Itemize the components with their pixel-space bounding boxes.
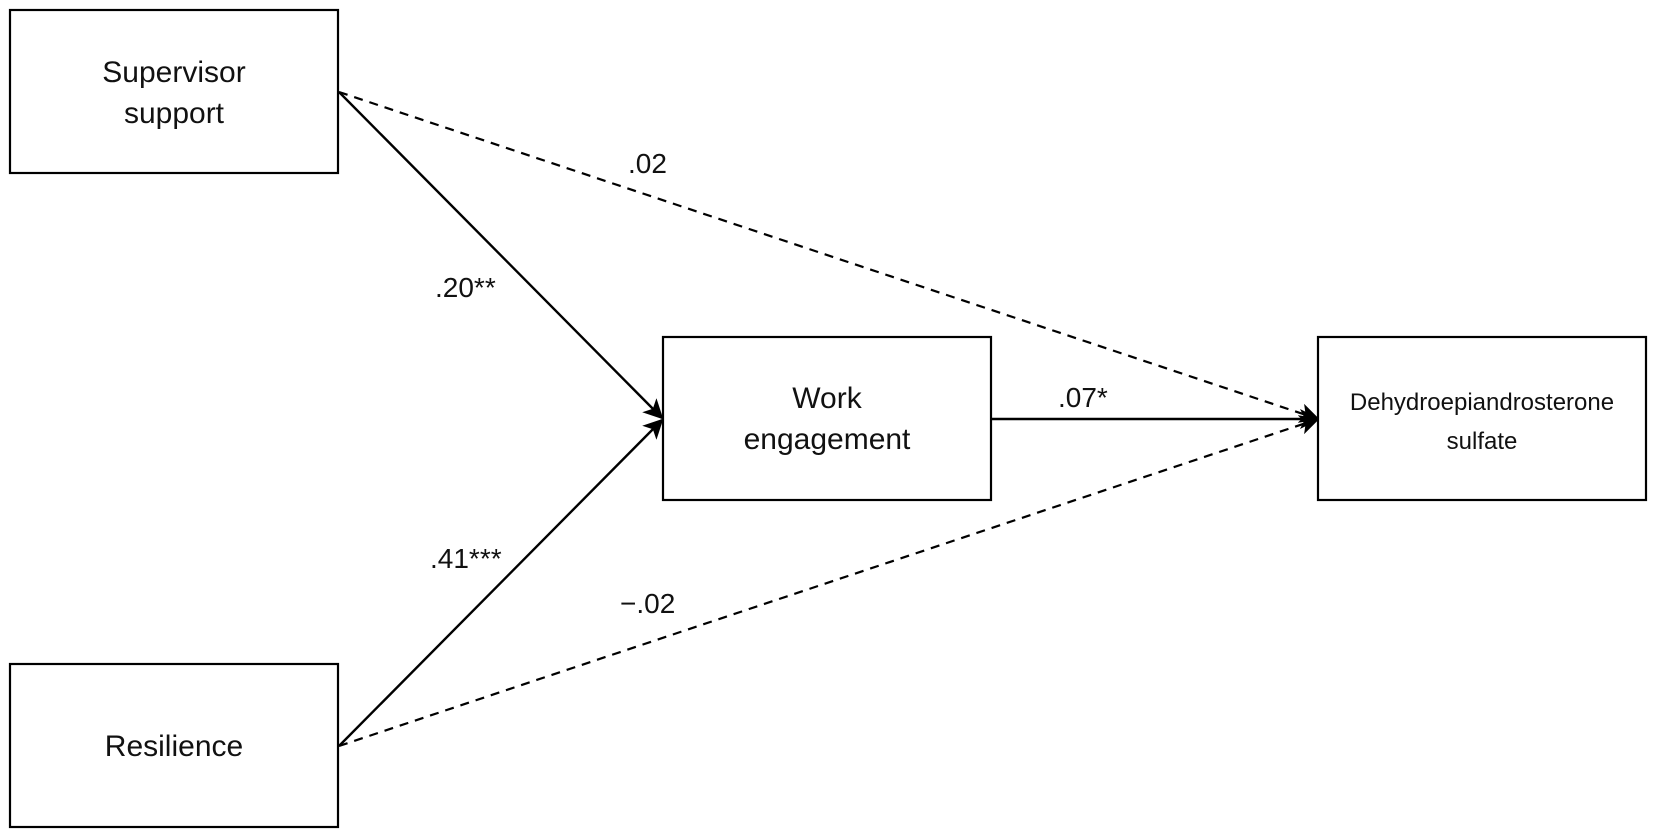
node-supervisor-support-line1: Supervisor bbox=[102, 56, 245, 89]
edge-label-resilience-engagement: .41*** bbox=[430, 543, 502, 574]
edge-label-supervisor-dhea: .02 bbox=[628, 148, 667, 179]
edge-resilience-to-dhea bbox=[338, 415, 1320, 748]
node-dhea-s: Dehydroepiandrosterone sulfate bbox=[1316, 335, 1648, 502]
node-resilience-line1: Resilience bbox=[105, 730, 243, 763]
edge-supervisor-to-engagement bbox=[338, 91, 664, 420]
node-work-engagement-line2: engagement bbox=[744, 423, 911, 456]
edge-label-resilience-dhea: −.02 bbox=[620, 588, 675, 619]
node-dhea-s-line2: sulfate bbox=[1447, 428, 1518, 455]
node-dhea-s-line1: Dehydroepiandrosterone bbox=[1350, 389, 1614, 416]
node-work-engagement-line1: Work bbox=[792, 382, 862, 415]
node-work-engagement: Work engagement bbox=[661, 335, 993, 502]
edge-resilience-to-engagement bbox=[338, 418, 664, 747]
node-supervisor-support-line2: support bbox=[124, 97, 225, 130]
edge-supervisor-to-dhea bbox=[338, 90, 1320, 423]
edge-label-supervisor-engagement: .20** bbox=[435, 272, 496, 303]
edge-label-engagement-dhea: .07* bbox=[1058, 382, 1108, 413]
node-resilience: Resilience bbox=[8, 662, 340, 829]
node-supervisor-support: Supervisor support bbox=[8, 8, 340, 175]
